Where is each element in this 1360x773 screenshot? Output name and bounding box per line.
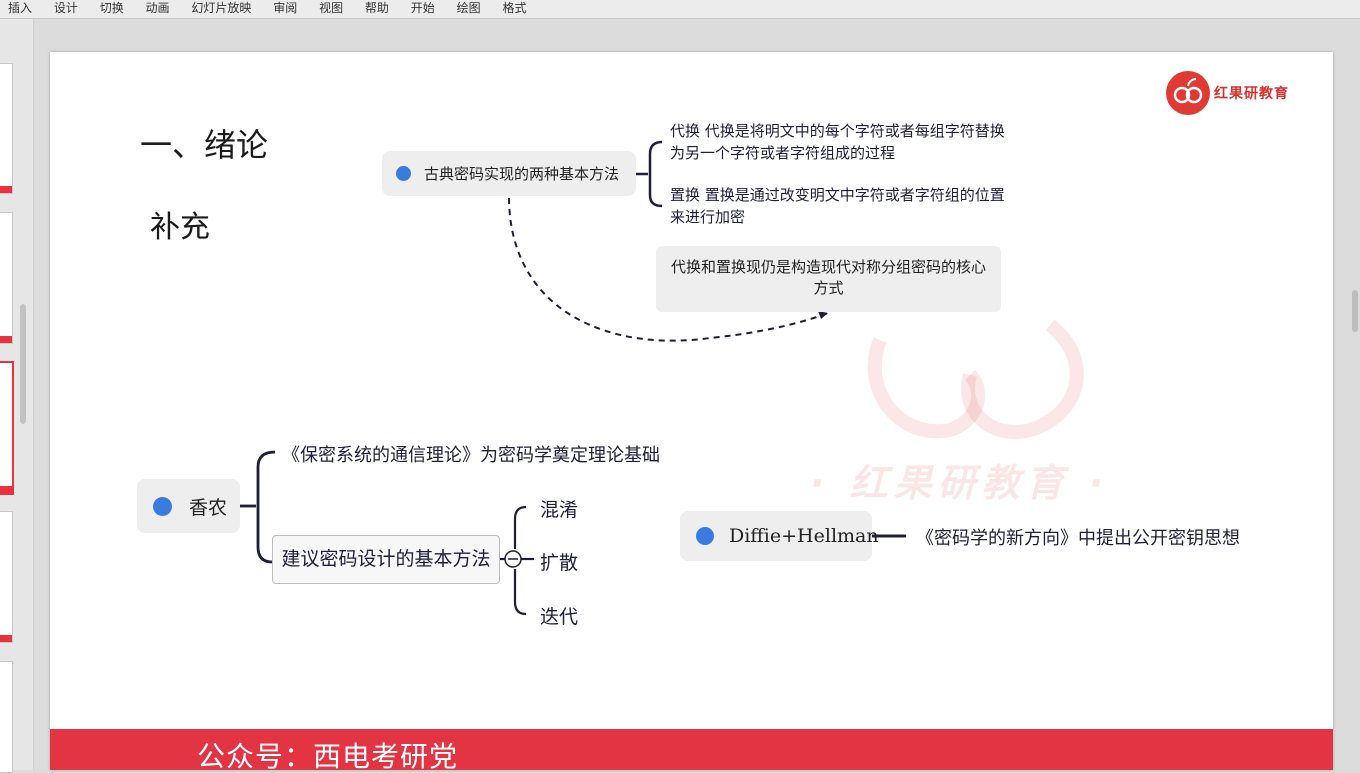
transposition-text: 置换 置换是通过改变明文中字符或者字符组的位置来进行加密	[670, 186, 1005, 226]
slide-thumbnail[interactable]	[0, 212, 13, 344]
footer-text: 公众号：西电考研党	[197, 740, 459, 770]
bullet-dot-icon	[396, 166, 411, 181]
brand-logo-icon	[1166, 71, 1210, 115]
ribbon-tab[interactable]: 视图	[319, 1, 344, 15]
ribbon-tab[interactable]: 格式	[502, 1, 527, 15]
brand-logo-text: 红果研教育	[1214, 86, 1289, 102]
node-diffie-hellman[interactable]: Diffie+Hellman	[680, 511, 879, 561]
mindmap-connectors	[240, 140, 906, 616]
slide-thumbnail-selected[interactable]	[0, 361, 14, 495]
node-core-note[interactable]: 代换和置换现仍是构造现代对称分组密码的核心方式	[656, 246, 1001, 312]
slide-thumbnail[interactable]	[0, 63, 13, 194]
slide-thumbnail[interactable]	[0, 511, 13, 643]
thumbnail-footer-bar	[0, 486, 12, 493]
shannon-theory-text: 《保密系统的通信理论》为密码学奠定理论基础	[282, 445, 660, 466]
node-label: Diffie+Hellman	[729, 525, 879, 547]
ribbon-tab[interactable]: 设计	[53, 1, 78, 15]
node-label: 古典密码实现的两种基本方法	[424, 165, 620, 183]
node-design-method[interactable]: 建议密码设计的基本方法	[272, 535, 500, 584]
ribbon-tab[interactable]: 审阅	[273, 1, 298, 15]
slide-thumbnail[interactable]	[0, 661, 13, 773]
method-iteration: 迭代	[540, 606, 579, 628]
method-diffusion: 扩散	[540, 552, 579, 574]
node-label: 香农	[189, 496, 228, 519]
bullet-dot-icon	[153, 496, 172, 516]
watermark-logo-icon	[867, 320, 1084, 439]
bullet-dot-icon	[696, 527, 714, 545]
slide-thumbnail-pane[interactable]	[0, 19, 34, 773]
node-classical-methods[interactable]: 古典密码实现的两种基本方法	[382, 151, 636, 196]
thumbnail-scrollbar[interactable]	[20, 304, 26, 424]
ribbon-tab[interactable]: 插入	[8, 1, 33, 15]
ribbon-toolbar: 插入 设计 切换 动画 幻灯片放映 审阅 视图 帮助 开始 绘图 格式	[0, 0, 1360, 19]
slide-canvas[interactable]: · 红果研教育 · 红果研教育 一、绪论 补充 古典密码实现的两种基本方法 代换…	[50, 52, 1333, 770]
watermark-text: · 红果研教育 ·	[810, 461, 1110, 505]
ribbon-tab[interactable]: 绘图	[456, 1, 481, 15]
slide-footer-bar: 公众号：西电考研党	[50, 729, 1333, 770]
method-confusion: 混淆	[540, 499, 579, 521]
slide-subtitle: 补充	[150, 210, 210, 245]
slide-title: 一、绪论	[140, 126, 269, 164]
ribbon-tab[interactable]: 幻灯片放映	[191, 1, 252, 15]
node-shannon[interactable]: 香农	[137, 479, 240, 533]
ribbon-tab[interactable]: 帮助	[364, 1, 389, 15]
editor-scrollbar[interactable]	[1352, 290, 1358, 332]
ribbon-tab[interactable]: 开始	[410, 1, 435, 15]
thumbnail-footer-bar	[0, 635, 12, 642]
diffie-desc-text: 《密码学的新方向》中提出公开密钥思想	[916, 528, 1240, 549]
substitution-text: 代换 代换是将明文中的每个字符或者每组字符替换为另一个字符或者字符组成的过程	[670, 122, 1005, 162]
thumbnail-footer-bar	[0, 336, 12, 343]
ribbon-tab[interactable]: 切换	[99, 1, 124, 15]
ribbon-tab[interactable]: 动画	[145, 1, 170, 15]
thumbnail-footer-bar	[0, 186, 12, 193]
